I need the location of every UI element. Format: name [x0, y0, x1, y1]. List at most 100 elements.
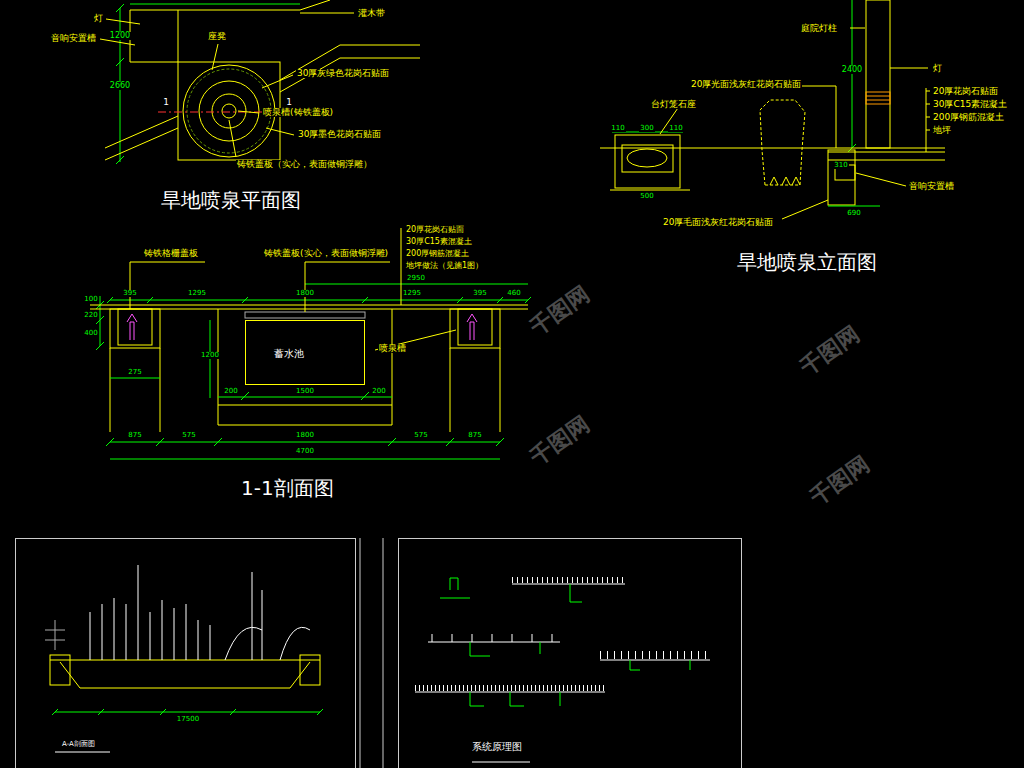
watermark: 千图网: [796, 322, 864, 379]
callout-label: 200厚钢筋混凝土: [932, 113, 1005, 122]
elevation-view-part: [615, 135, 680, 188]
plan-view-part: [222, 104, 236, 118]
dimension-text: 4700: [295, 448, 315, 455]
section-mark: 1: [285, 98, 293, 107]
callout-label: 20厚光面浅灰红花岗石贴面: [690, 80, 802, 89]
elevation-view: [600, 0, 945, 219]
dimension-text: 17500: [176, 716, 200, 723]
dimension-text: 500: [639, 193, 654, 200]
elevation-view-part: [828, 152, 945, 153]
jet-section-part: [198, 620, 199, 660]
jet-section-part: [55, 752, 110, 753]
plan-view-part: [187, 69, 271, 153]
system-principle: [415, 578, 710, 762]
section-view-part: [500, 348, 501, 432]
jet-section-part: [45, 620, 65, 650]
node-text: 蓄水池: [273, 349, 305, 359]
section-view-part: [218, 309, 392, 425]
callout-label: 台灯笼石座: [650, 100, 697, 109]
jet-section-part: [114, 598, 115, 660]
dimension-text: 275: [127, 369, 142, 376]
callout-label: 地坪: [932, 126, 952, 135]
dimension-text: 395: [122, 290, 137, 297]
section-view-part: [467, 314, 477, 340]
jet-section-part: [90, 612, 91, 660]
drawing-frame: A-A剖面图: [15, 538, 356, 768]
jet-section-part: [126, 604, 127, 660]
section-view-part: [305, 262, 390, 312]
callout-label: 喷泉槽(铸铁盖板): [262, 108, 334, 117]
system-principle-part: [600, 660, 710, 661]
plan-view-part: [300, 13, 354, 14]
section-view-part: [110, 309, 160, 348]
section-view-part: [110, 378, 160, 379]
dimension-text: 310: [833, 162, 848, 169]
section-view-part: [210, 320, 211, 398]
plan-view-part: [105, 116, 178, 148]
callout-label: 灌木带: [357, 9, 386, 18]
section-view-part: [110, 348, 111, 432]
plan-view-part: [280, 58, 420, 92]
dimension-text: 460: [506, 290, 521, 297]
plan-view-part: [106, 19, 140, 24]
plan-view-part: [266, 128, 294, 135]
dimension-text: 1500: [295, 388, 315, 395]
jet-section-part: [262, 590, 263, 660]
callout-label: 喷泉槽: [378, 344, 407, 353]
dimension-text: 200: [223, 388, 238, 395]
dimension-text: 395: [472, 290, 487, 297]
plan-view-part: [262, 75, 293, 88]
callout-label: 地坪做法（见施1图）: [405, 262, 484, 270]
section-view-part: [245, 312, 365, 318]
section-view-part: [118, 309, 152, 345]
callout-label: 20厚花岗石贴面: [932, 87, 999, 96]
node-text: 系统原理图: [471, 742, 523, 752]
elevation-view-part: [866, 92, 890, 104]
section-view-part: [106, 438, 504, 446]
callout-label: 铸铁盖板(实心，表面做铜浮雕): [263, 249, 389, 258]
section-view: [90, 228, 531, 459]
elevation-view-part: [926, 88, 927, 152]
elevation-view-part: [852, 0, 853, 148]
watermark: 千图网: [526, 282, 594, 339]
jet-section-part: [252, 572, 253, 660]
jet-section-part: [383, 538, 384, 768]
section-view-part: [96, 301, 104, 350]
elevation-view-part: [926, 91, 930, 92]
dimension-text: 1295: [187, 290, 207, 297]
plan-view-part: [280, 45, 420, 80]
plan-view-part: [178, 0, 330, 10]
callout-label: 铸铁格栅盖板: [143, 249, 199, 258]
dimension-text: 2400: [841, 66, 863, 74]
system-principle-part: [512, 584, 625, 585]
drawing-frame: 系统原理图: [398, 538, 742, 768]
dimension-text: 110: [668, 125, 683, 132]
system-principle-part: [432, 634, 552, 642]
callout-label: 座凳: [207, 32, 227, 41]
section-view-part: [130, 262, 205, 309]
dimension-text: 575: [181, 432, 196, 439]
system-principle-part: [472, 762, 530, 763]
jet-section-part: [225, 627, 310, 660]
drawing-title: 1-1剖面图: [240, 478, 335, 498]
callout-label: 200厚钢筋混凝土: [405, 250, 470, 258]
callout-label: 20厚花岗石贴面: [405, 226, 465, 234]
jet-section-part: [55, 712, 320, 713]
section-view-part: [90, 305, 528, 306]
elevation-view-part: [866, 0, 890, 148]
elevation-view-part: [770, 177, 800, 185]
dimension-text: 1800: [295, 432, 315, 439]
dimension-text: 575: [413, 432, 428, 439]
dimension-text: 220: [83, 312, 98, 319]
elevation-view-part: [866, 100, 890, 101]
section-mark: 1: [162, 98, 170, 107]
elevation-view-part: [760, 100, 805, 185]
callout-label: 庭院灯柱: [800, 24, 838, 33]
callout-label: 30厚灰绿色花岗石贴面: [296, 69, 390, 78]
dimension-text: 400: [83, 330, 98, 337]
watermark: 千图网: [806, 452, 874, 509]
callout-label: 30厚C15素混凝土: [932, 100, 1008, 109]
plan-view-part: [238, 111, 259, 113]
dimension-text: 690: [846, 210, 861, 217]
